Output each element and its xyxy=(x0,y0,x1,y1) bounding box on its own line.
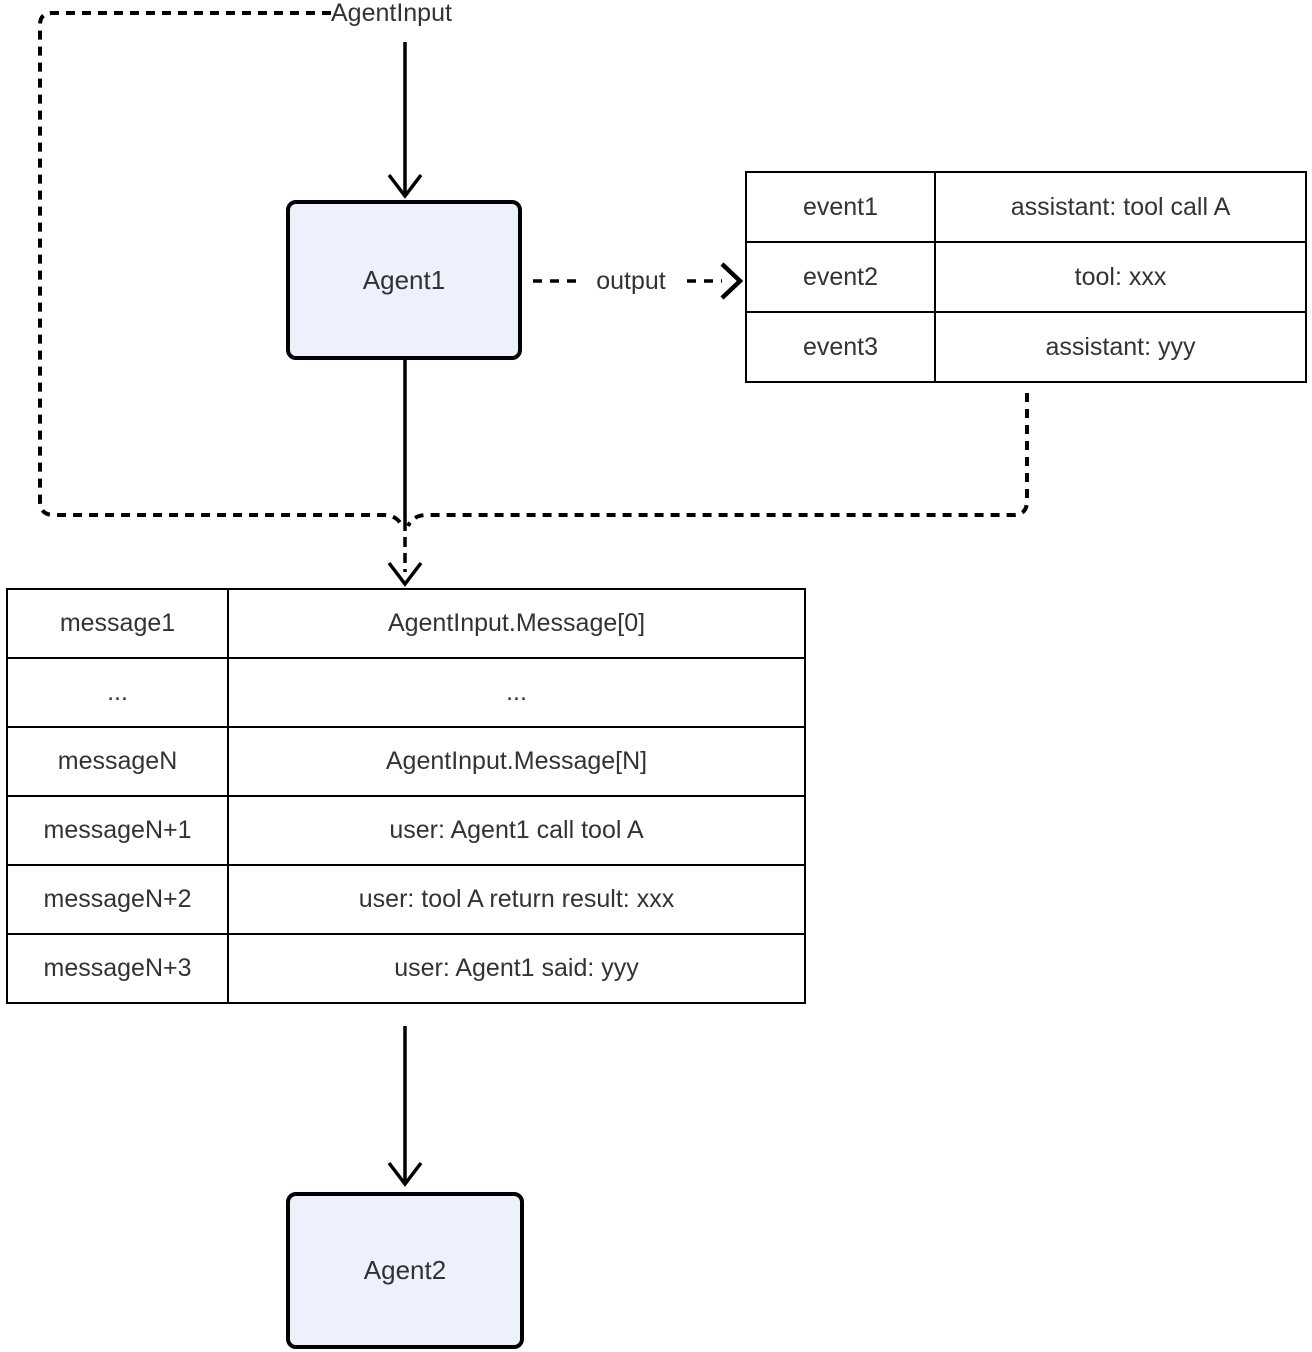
message-value-cell: AgentInput.Message[N] xyxy=(227,726,806,797)
arrowhead-agentinput-to-agent1 xyxy=(387,173,423,199)
message-key-cell: ... xyxy=(6,657,229,728)
agent1-node-label: Agent1 xyxy=(362,264,446,295)
output-edge-label: output xyxy=(583,267,679,295)
message-key-cell: messageN+1 xyxy=(6,795,229,866)
message-table-row: messageN AgentInput.Message[N] xyxy=(6,726,806,797)
message-table: message1 AgentInput.Message[0] ... ... m… xyxy=(6,588,806,1004)
agent2-node-label: Agent2 xyxy=(363,1255,447,1285)
message-key-cell: message1 xyxy=(6,588,229,659)
message-key-cell: messageN+3 xyxy=(6,933,229,1004)
message-table-row: messageN+3 user: Agent1 said: yyy xyxy=(6,933,806,1004)
event-key-cell: event2 xyxy=(745,241,936,313)
event-key-cell: event1 xyxy=(745,171,936,243)
dashed-loop-left-path xyxy=(38,11,404,527)
event-value-cell: assistant: yyy xyxy=(934,311,1307,383)
event-table-row: event1 assistant: tool call A xyxy=(745,171,1307,243)
agentinput-label: AgentInput xyxy=(331,0,452,27)
message-key-cell: messageN xyxy=(6,726,229,797)
event-key-cell: event3 xyxy=(745,311,936,383)
message-value-cell: user: tool A return result: xxx xyxy=(227,864,806,935)
agent2-node: Agent2 xyxy=(286,1192,524,1349)
arrowhead-messages-to-agent2 xyxy=(387,1161,423,1187)
arrowhead-output xyxy=(720,262,744,300)
event-value-cell: assistant: tool call A xyxy=(934,171,1307,243)
arrowhead-agent1-to-messages xyxy=(387,561,423,587)
agent1-node: Agent1 xyxy=(286,200,522,360)
message-table-row: messageN+1 user: Agent1 call tool A xyxy=(6,795,806,866)
message-table-row: ... ... xyxy=(6,657,806,728)
event-table-row: event3 assistant: yyy xyxy=(745,311,1307,383)
message-value-cell: user: Agent1 call tool A xyxy=(227,795,806,866)
event-table-row: event2 tool: xxx xyxy=(745,241,1307,313)
message-value-cell: user: Agent1 said: yyy xyxy=(227,933,806,1004)
message-table-row: message1 AgentInput.Message[0] xyxy=(6,588,806,659)
message-value-cell: ... xyxy=(227,657,806,728)
message-key-cell: messageN+2 xyxy=(6,864,229,935)
message-table-row: messageN+2 user: tool A return result: x… xyxy=(6,864,806,935)
dashed-loop-right-path xyxy=(406,393,1029,527)
event-table: event1 assistant: tool call A event2 too… xyxy=(745,171,1307,383)
event-value-cell: tool: xxx xyxy=(934,241,1307,313)
message-value-cell: AgentInput.Message[0] xyxy=(227,588,806,659)
